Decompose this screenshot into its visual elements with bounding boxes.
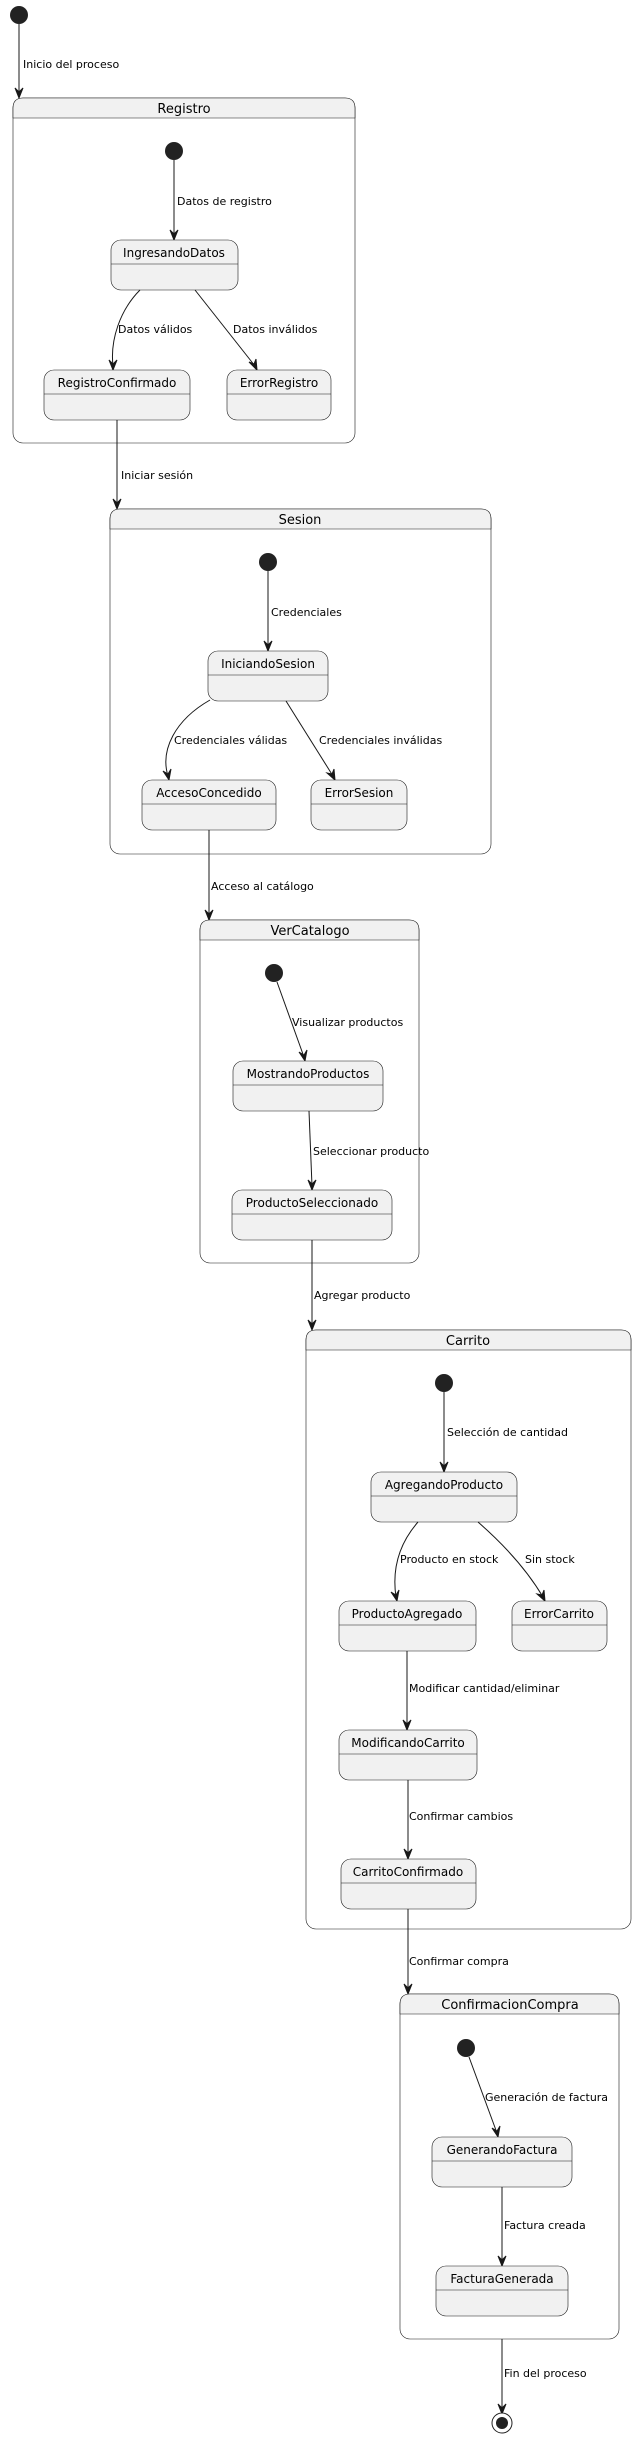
state-error-carrito: ErrorCarrito <box>511 1600 608 1652</box>
edge-label-factura-creada: Factura creada <box>504 2219 586 2232</box>
state-error-sesion: ErrorSesion <box>310 779 408 831</box>
state-agregando-producto: AgregandoProducto <box>370 1471 518 1523</box>
state-label: AccesoConcedido <box>156 786 261 800</box>
edge-label-seleccion-cantidad: Selección de cantidad <box>447 1426 568 1439</box>
edge-label-confirmar-cambios: Confirmar cambios <box>409 1810 513 1823</box>
edge-label-generacion-factura: Generación de factura <box>485 2091 608 2104</box>
state-label: MostrandoProductos <box>247 1067 370 1081</box>
state-registro-confirmado: RegistroConfirmado <box>43 369 191 421</box>
edge-label-seleccionar: Seleccionar producto <box>313 1145 429 1158</box>
edge-label-inicio: Inicio del proceso <box>23 58 119 71</box>
state-mostrando-productos: MostrandoProductos <box>232 1060 384 1112</box>
state-error-registro: ErrorRegistro <box>226 369 332 421</box>
edge-label-credenciales: Credenciales <box>271 606 342 619</box>
state-label: AgregandoProducto <box>385 1478 503 1492</box>
state-ingresando-datos: IngresandoDatos <box>110 239 239 291</box>
edge-label-fin: Fin del proceso <box>504 2367 587 2380</box>
state-label: ErrorCarrito <box>524 1607 594 1621</box>
edge-producto-stock <box>394 1521 419 1598</box>
process-end-node <box>491 2412 513 2434</box>
edge-label-datos-invalidos: Datos inválidos <box>233 323 318 336</box>
edge-label-visualizar: Visualizar productos <box>292 1016 403 1029</box>
state-label: GenerandoFactura <box>447 2143 558 2157</box>
edge-datos-invalidos <box>194 289 256 367</box>
state-label: ProductoSeleccionado <box>246 1196 378 1210</box>
state-acceso-concedido: AccesoConcedido <box>141 779 277 831</box>
state-iniciando-sesion: IniciandoSesion <box>207 650 329 702</box>
edge-label-cred-validas: Credenciales válidas <box>174 734 287 747</box>
state-label: IniciandoSesion <box>221 657 315 671</box>
registro-start-node <box>165 142 183 160</box>
state-label: IngresandoDatos <box>123 246 225 260</box>
state-producto-seleccionado: ProductoSeleccionado <box>231 1189 393 1241</box>
confirmacion-start-node <box>457 2039 475 2057</box>
edge-seleccionar <box>308 1110 313 1187</box>
edge-label-producto-stock: Producto en stock <box>400 1553 499 1566</box>
state-label: ProductoAgregado <box>352 1607 463 1621</box>
state-label: CarritoConfirmado <box>353 1865 463 1879</box>
edge-label-datos-validos: Datos válidos <box>118 323 193 336</box>
edge-cred-invalidas <box>285 700 334 777</box>
state-label: ModificandoCarrito <box>351 1736 465 1750</box>
state-generando-factura: GenerandoFactura <box>431 2136 573 2188</box>
state-factura-generada: FacturaGenerada <box>435 2265 569 2317</box>
vercatalogo-start-node <box>265 964 283 982</box>
composite-title-registro: Registro <box>157 102 210 117</box>
edge-label-agregar: Agregar producto <box>314 1289 411 1302</box>
state-producto-agregado: ProductoAgregado <box>338 1600 477 1652</box>
edge-label-cred-invalidas: Credenciales inválidas <box>319 734 442 747</box>
edge-sin-stock <box>477 1521 544 1598</box>
state-label: RegistroConfirmado <box>58 376 177 390</box>
arrowhead <box>14 87 24 100</box>
edge-label-sin-stock: Sin stock <box>525 1553 575 1566</box>
composite-title-sesion: Sesion <box>279 513 322 528</box>
composite-title-confirmacion: ConfirmacionCompra <box>441 1998 578 2013</box>
process-start-node <box>10 6 28 24</box>
edge-label-confirmar-compra: Confirmar compra <box>409 1955 509 1968</box>
carrito-start-node <box>435 1374 453 1392</box>
edge-label-datos-registro: Datos de registro <box>177 195 272 208</box>
edge-confirmacion-start <box>468 2056 498 2134</box>
state-modificando-carrito: ModificandoCarrito <box>338 1729 478 1781</box>
state-label: ErrorRegistro <box>240 376 318 390</box>
edge-cred-validas <box>165 699 211 777</box>
state-label: ErrorSesion <box>325 786 394 800</box>
state-carrito-confirmado: CarritoConfirmado <box>340 1858 477 1910</box>
edge-label-iniciar-sesion: Iniciar sesión <box>121 469 193 482</box>
state-label: FacturaGenerada <box>450 2272 553 2286</box>
edge-label-modificar: Modificar cantidad/eliminar <box>409 1682 560 1695</box>
edge-datos-validos <box>111 289 141 367</box>
edge-vercatalogo-start <box>276 981 305 1058</box>
sesion-start-node <box>259 553 277 571</box>
edge-label-acceso-catalogo: Acceso al catálogo <box>211 880 314 893</box>
composite-title-vercatalogo: VerCatalogo <box>270 924 349 939</box>
composite-title-carrito: Carrito <box>446 1334 490 1349</box>
